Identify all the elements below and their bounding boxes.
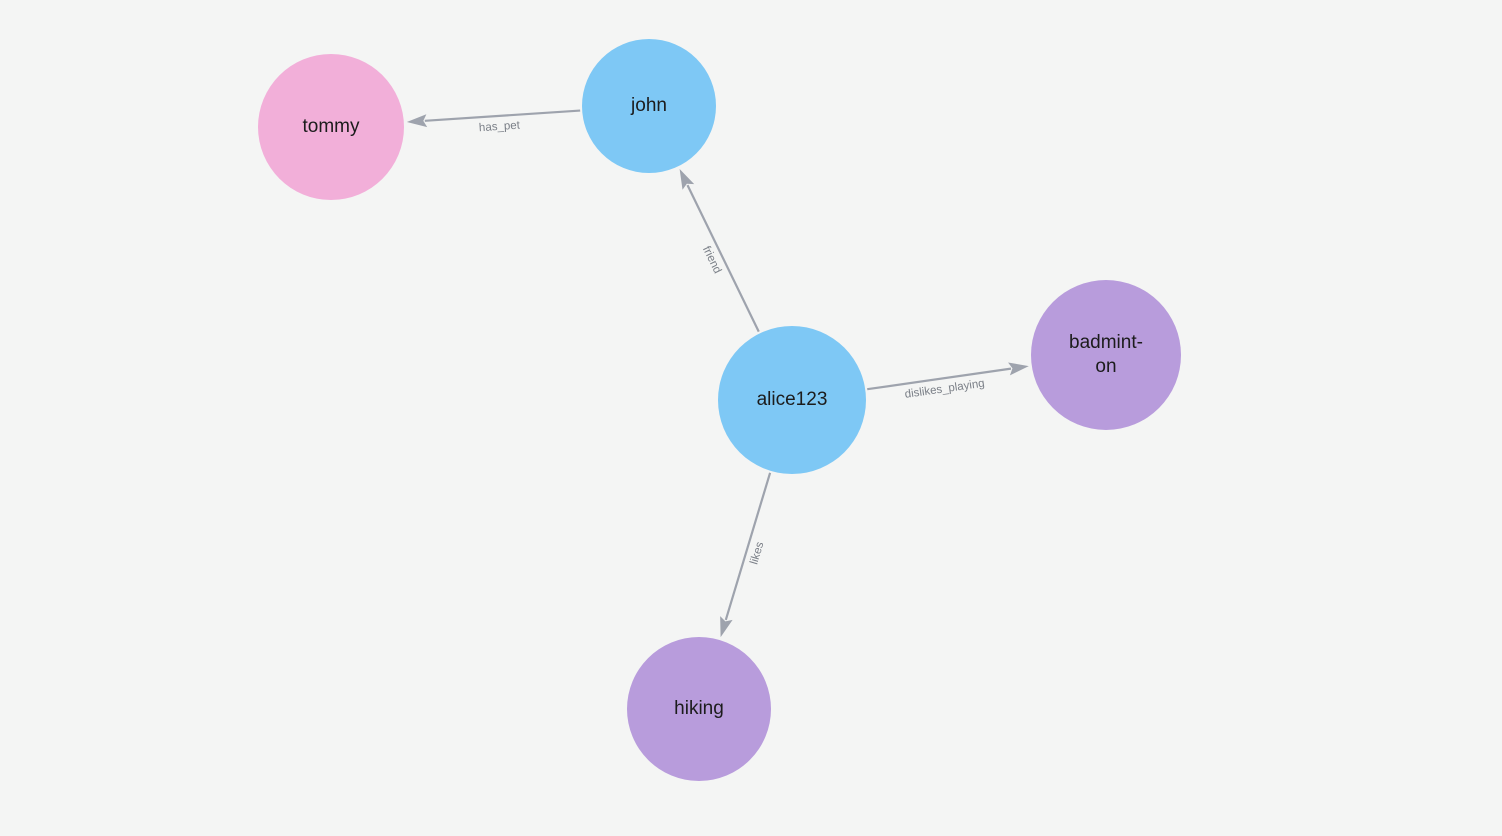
graph-node-john[interactable]: john (582, 39, 716, 173)
graph-edge[interactable]: has_pet (406, 109, 581, 135)
node-circle[interactable] (582, 39, 716, 173)
edge-label: likes (748, 540, 766, 566)
node-circle[interactable] (718, 326, 866, 474)
edge-arrowhead-icon (679, 168, 695, 190)
node-circle[interactable] (627, 637, 771, 781)
edge-label: has_pet (479, 120, 521, 135)
edge-arrowhead-icon (406, 114, 428, 128)
graph-node-badminton[interactable]: badmint-on (1031, 280, 1181, 430)
edge-arrowhead-icon (1008, 362, 1029, 376)
graph-node-alice123[interactable]: alice123 (718, 326, 866, 474)
graph-edge[interactable]: friend (679, 168, 760, 333)
node-circle[interactable] (1031, 280, 1181, 430)
graph-node-hiking[interactable]: hiking (627, 637, 771, 781)
graph-node-tommy[interactable]: tommy (258, 54, 404, 200)
graph-edge[interactable]: dislikes_playing (867, 362, 1029, 401)
graph-edge[interactable]: likes (720, 472, 772, 638)
node-circle[interactable] (258, 54, 404, 200)
edge-arrowhead-icon (720, 616, 733, 638)
nodes-layer: tommy john alice123 badmint-on hiking (258, 39, 1181, 781)
